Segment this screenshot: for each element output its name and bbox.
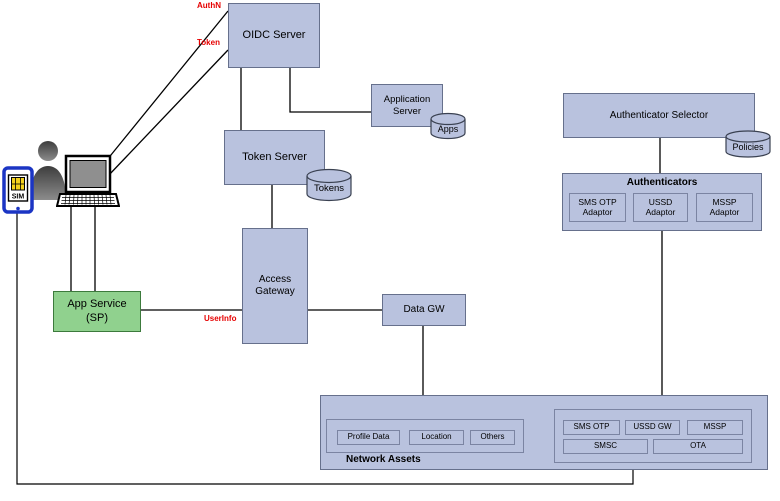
datastore-apps-label: Apps	[437, 124, 459, 134]
edge-label-authn: AuthN	[197, 1, 221, 10]
node-application-server: Application Server	[371, 84, 443, 127]
node-mssp-adaptor: MSSP Adaptor	[696, 193, 753, 222]
node-data-gw: Data GW	[382, 294, 466, 326]
node-access-gateway: Access Gateway	[242, 228, 308, 344]
node-authenticator-selector: Authenticator Selector	[563, 93, 755, 138]
laptop-icon	[56, 154, 120, 207]
network-data-assets-group: Profile Data Location Others	[326, 419, 524, 453]
user-silhouette-icon	[30, 141, 66, 200]
node-mssp: MSSP	[687, 420, 743, 435]
edge-label-token: Token	[197, 38, 220, 47]
edge-oidc-appserver	[289, 68, 371, 113]
node-profile-data: Profile Data	[337, 430, 400, 445]
datastore-policies-label: Policies	[732, 142, 764, 152]
authenticators-title: Authenticators	[626, 177, 698, 188]
datastore-tokens: Tokens	[306, 168, 352, 202]
node-location: Location	[409, 430, 464, 445]
node-sms-otp-adaptor: SMS OTP Adaptor	[569, 193, 626, 222]
node-ussd-adaptor: USSD Adaptor	[633, 193, 688, 222]
datastore-tokens-label: Tokens	[313, 182, 345, 194]
node-oidc-server: OIDC Server	[228, 3, 320, 68]
edge-token-line	[107, 49, 229, 177]
datastore-apps: Apps	[430, 112, 466, 140]
sim-phone-icon: SIM	[2, 166, 34, 214]
network-messaging-assets-group: SMS OTP USSD GW MSSP SMSC OTA	[554, 409, 752, 463]
sim-label: SIM	[12, 194, 25, 201]
node-app-service-sp: App Service (SP)	[53, 291, 141, 332]
node-authenticators-group: Authenticators SMS OTP Adaptor USSD Adap…	[562, 173, 762, 231]
node-sms-otp: SMS OTP	[563, 420, 620, 435]
datastore-policies: Policies	[725, 130, 771, 158]
edge-label-userinfo: UserInfo	[204, 314, 237, 323]
sim-card-icon: SIM	[7, 174, 29, 202]
node-network-assets-group: Profile Data Location Others Network Ass…	[320, 395, 768, 470]
network-assets-title: Network Assets	[346, 454, 421, 465]
node-ota: OTA	[653, 439, 743, 454]
edge-authn-line	[101, 10, 229, 167]
node-ussd-gw: USSD GW	[625, 420, 680, 435]
node-smsc: SMSC	[563, 439, 648, 454]
node-others: Others	[470, 430, 515, 445]
